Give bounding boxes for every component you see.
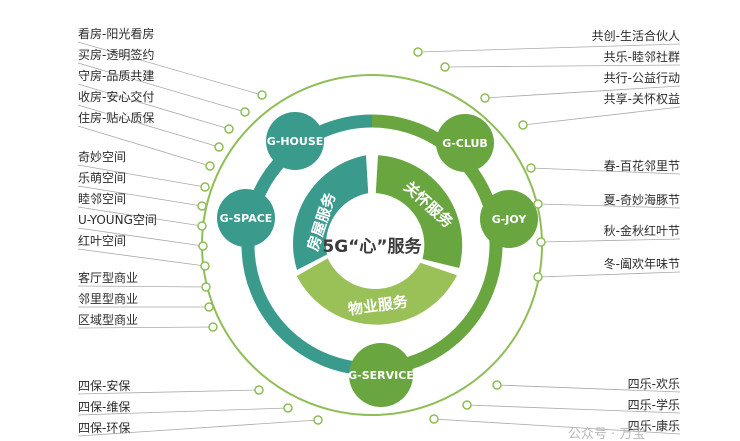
ring-marker — [533, 272, 543, 282]
watermark: 公众号 · 万宝 — [568, 427, 645, 441]
left-label: 四保-维保 — [78, 400, 130, 414]
ring-marker — [205, 161, 215, 171]
right-label: 四乐-欢乐 — [628, 376, 680, 391]
left-label: 奇妙空间 — [78, 150, 126, 164]
ring-marker — [257, 90, 267, 100]
connector — [77, 62, 246, 113]
node-club — [436, 114, 494, 172]
center-title: 5G“心”服务 — [322, 236, 422, 257]
right-label: 春-百花邻里节 — [604, 158, 680, 173]
node-service — [349, 343, 413, 407]
connector — [417, 43, 681, 53]
ring-marker — [492, 380, 502, 390]
connector — [77, 407, 289, 416]
connector — [77, 206, 203, 227]
connector — [77, 419, 319, 437]
right-label: 共乐-睦邻社群 — [604, 49, 680, 64]
node-house — [266, 112, 324, 170]
connector — [444, 64, 681, 68]
node-space — [217, 189, 275, 247]
left-label: 客厅型商业 — [78, 270, 138, 285]
right-label: 四乐-学乐 — [628, 397, 680, 412]
connector — [496, 384, 681, 393]
right-label: 秋-金秋红叶节 — [604, 223, 680, 238]
ring-marker — [197, 221, 207, 231]
left-label: 守房-品质共建 — [78, 68, 154, 83]
ring-marker — [462, 400, 472, 410]
connector — [77, 83, 230, 130]
ring-marker — [204, 302, 214, 312]
right-label: 共创-生活合伙人 — [592, 28, 680, 43]
left-label: 区域型商业 — [78, 312, 138, 327]
ring-marker — [536, 237, 546, 247]
arc-care — [375, 155, 463, 268]
connector — [433, 418, 681, 435]
left-label: 四保-安保 — [78, 378, 130, 393]
connector — [530, 167, 681, 175]
node-label-joy: G-JOY — [492, 213, 528, 226]
connector — [537, 203, 681, 209]
left-label: 买房-透明签约 — [78, 47, 154, 62]
connector — [77, 185, 203, 207]
node-joy — [480, 190, 538, 248]
ring-marker — [240, 107, 250, 117]
ring-marker — [283, 403, 293, 413]
ring-marker — [198, 241, 208, 251]
ring-marker — [313, 415, 323, 425]
left-label: U-YOUNG空间 — [78, 213, 157, 227]
right-label: 夏-奇妙海豚节 — [604, 192, 680, 207]
left-label: 睦邻空间 — [78, 192, 126, 206]
connector — [77, 285, 207, 288]
ring-marker — [254, 385, 264, 395]
node-label-house: G-HOUSE — [267, 135, 324, 148]
ring-marker — [533, 199, 543, 209]
left-label: 邻里型商业 — [78, 291, 138, 306]
connector — [484, 85, 681, 99]
ring-marker — [208, 322, 218, 332]
right-labels: 共创-生活合伙人 共乐-睦邻社群 共行-公益行动 共享-关怀权益 春-百花邻里节… — [413, 28, 681, 435]
right-label: 共享-关怀权益 — [604, 91, 680, 106]
left-label: 红叶空间 — [78, 233, 126, 248]
ring-marker — [200, 261, 210, 271]
ring-marker — [201, 282, 211, 292]
left-labels: 看房-阳光看房 买房-透明签约 守房-品质共建 收房-安心交付 住房-贴心质保 … — [77, 26, 323, 437]
left-label: 住房-贴心质保 — [78, 110, 154, 125]
connector — [77, 104, 220, 148]
connector — [540, 238, 681, 243]
ring-marker — [224, 124, 234, 134]
left-label: 看房-阳光看房 — [78, 26, 154, 41]
connector — [537, 271, 681, 278]
connector — [77, 125, 211, 167]
connector — [77, 227, 204, 247]
ring-marker — [429, 414, 439, 424]
left-label: 乐萌空间 — [78, 171, 126, 185]
connector — [77, 41, 263, 96]
ring-marker — [200, 182, 210, 192]
ring-marker — [214, 142, 224, 152]
node-label-club: G-CLUB — [442, 137, 488, 150]
right-label: 冬-阖欢年味节 — [604, 256, 680, 271]
connector — [77, 389, 260, 395]
node-label-service: G-SERVICE — [348, 369, 414, 382]
ring-marker — [413, 47, 423, 57]
ring-marker — [480, 93, 490, 103]
connector — [77, 326, 214, 329]
left-label: 收房-安心交付 — [78, 89, 154, 104]
ring-marker — [440, 62, 450, 72]
arc-property — [296, 258, 457, 325]
inner-ring-right — [371, 114, 503, 376]
ring-marker — [526, 163, 536, 173]
connector — [77, 248, 206, 267]
right-label: 四乐-康乐 — [628, 418, 680, 433]
right-label: 共行-公益行动 — [604, 71, 680, 85]
ring-marker — [197, 201, 207, 211]
connector — [466, 404, 681, 414]
connector — [522, 106, 681, 126]
ring-marker — [518, 120, 528, 130]
arc-housing — [293, 155, 369, 270]
node-label-space: G-SPACE — [220, 212, 273, 225]
connector — [77, 164, 206, 188]
left-label: 四保-环保 — [78, 421, 130, 435]
